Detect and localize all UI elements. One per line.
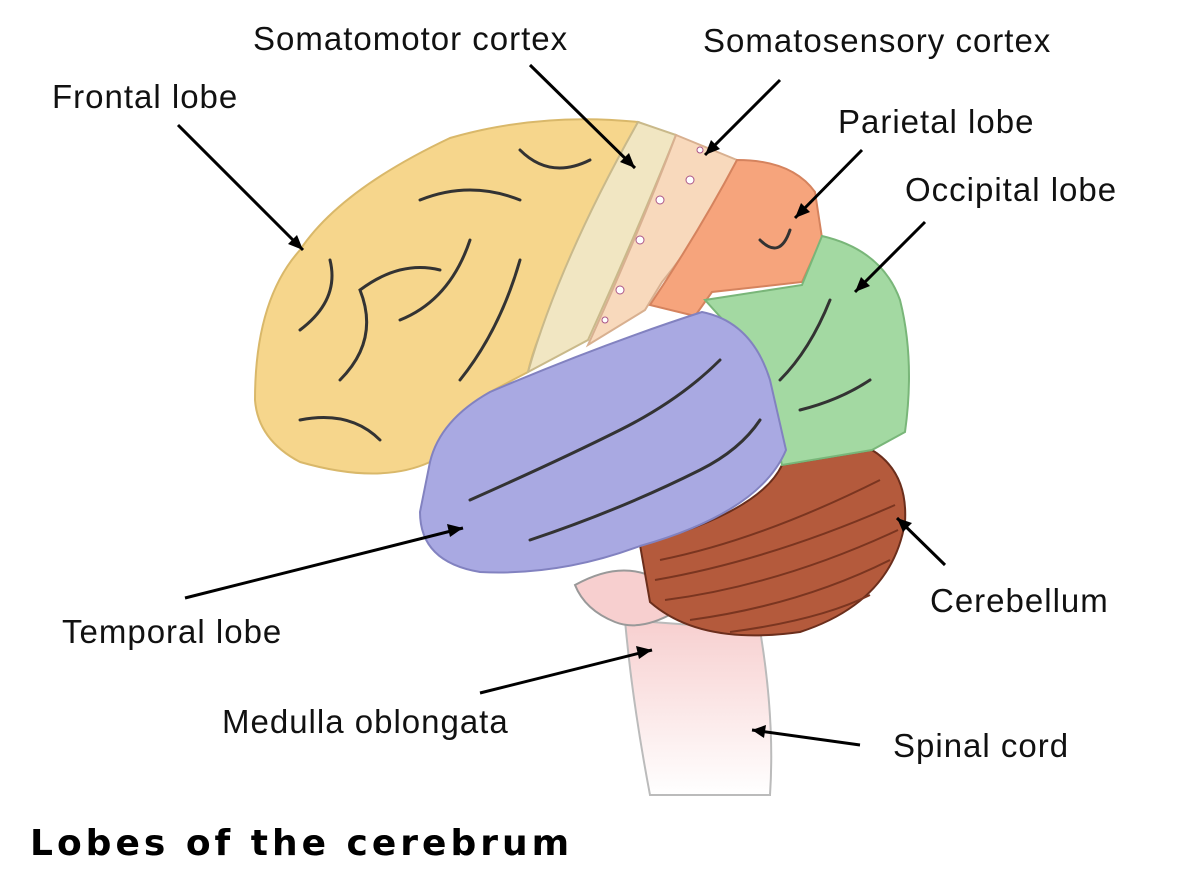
label-somatosensory-cortex: Somatosensory cortex	[703, 22, 1051, 59]
label-somatomotor-cortex: Somatomotor cortex	[253, 20, 568, 57]
label-spinal-cord: Spinal cord	[893, 727, 1069, 764]
diagram-title: Lobes of the cerebrum	[30, 823, 573, 864]
spinal-cord-region	[623, 618, 773, 796]
cerebellum-folia	[654, 479, 899, 633]
temporal-lobe-region	[418, 310, 788, 574]
somatosensory-dots	[601, 146, 704, 324]
gyri	[298, 148, 872, 542]
label-temporal-lobe: Temporal lobe	[62, 613, 282, 650]
label-cerebellum: Cerebellum	[930, 582, 1109, 619]
label-occipital-lobe: Occipital lobe	[905, 171, 1117, 208]
label-parietal-lobe: Parietal lobe	[838, 103, 1034, 140]
label-frontal-lobe: Frontal lobe	[52, 78, 238, 115]
parietal-lobe-region	[648, 158, 824, 318]
occipital-lobe-region	[703, 234, 910, 467]
brain-regions	[253, 118, 910, 796]
arrows	[176, 63, 947, 747]
label-medulla-oblongata: Medulla oblongata	[222, 703, 509, 740]
